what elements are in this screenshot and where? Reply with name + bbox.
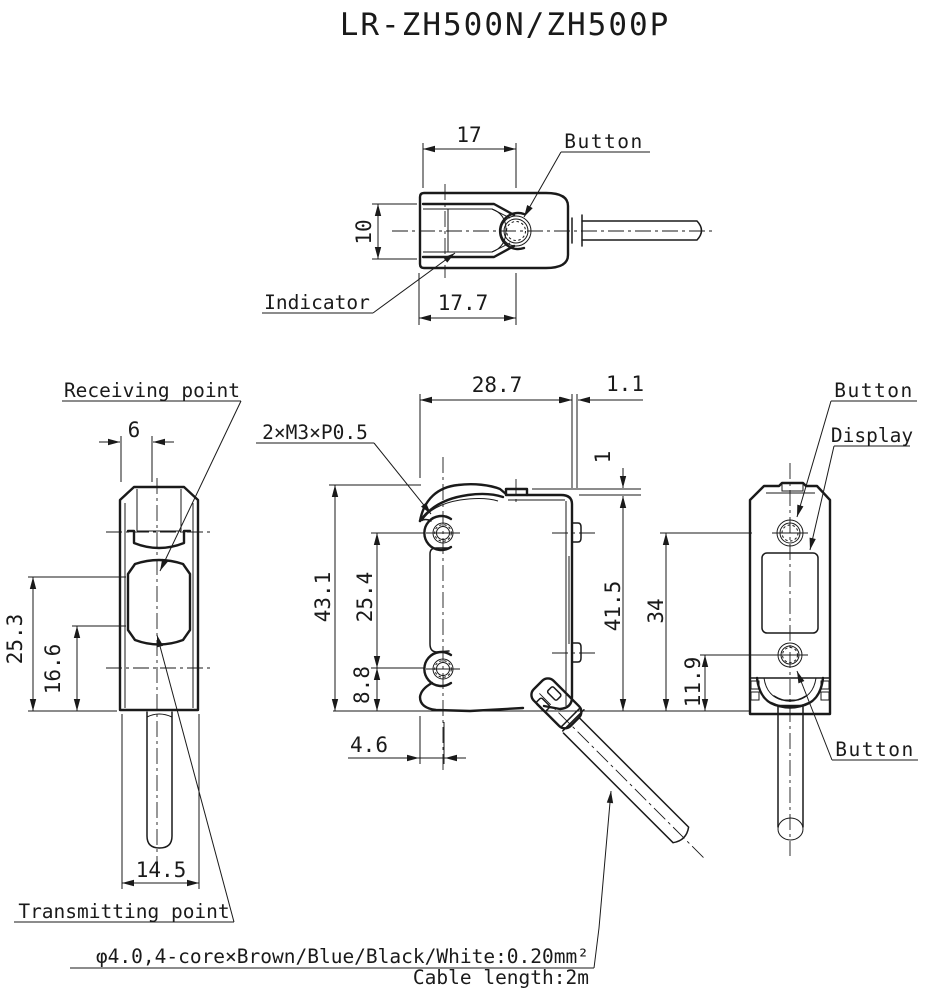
strain-relief-slot-1 <box>546 686 562 701</box>
cable-length-text: Cable length:2m <box>413 966 589 989</box>
front-view-hood-tip-bridge <box>419 518 432 522</box>
receiving-point-leader <box>159 400 242 572</box>
front-view-hood-curve-inner <box>418 492 505 523</box>
dim-28-7-extension <box>419 394 573 488</box>
indicator-label: Indicator <box>264 291 370 314</box>
dim-17-7-text: 17.7 <box>438 291 489 315</box>
dim-34-text: 34 <box>644 598 668 623</box>
left-view-inner-walls <box>124 503 194 708</box>
transmitting-point-label: Transmitting point <box>18 900 229 923</box>
front-view-bottom-outline <box>418 681 525 713</box>
display-leader <box>809 445 835 551</box>
left-view-hood-lower <box>126 529 192 550</box>
top-view-body-outline <box>418 191 570 270</box>
receiving-point-label: Receiving point <box>64 379 240 402</box>
dim-4-6-extension <box>419 716 445 764</box>
cable-spec-text: φ4.0,4-core×Brown/Blue/Black/White:0.20m… <box>96 945 589 968</box>
strain-relief-block <box>530 677 583 730</box>
dim-17-extension <box>422 143 517 188</box>
cable-strain-relief <box>530 677 704 858</box>
cable-tube <box>581 220 703 241</box>
dim-14-5-extension <box>121 714 200 889</box>
left-view-body-outline <box>118 485 200 712</box>
right-side-view: 34 11.9 Button Display Button <box>644 379 918 856</box>
dim-6-text: 6 <box>128 418 141 442</box>
top-view: 17 17.7 10 Button Indicator <box>262 123 714 325</box>
dim-10-extension <box>372 203 417 260</box>
dim-41-5-text: 41.5 <box>601 581 625 632</box>
right-button-top-label: Button <box>834 379 913 402</box>
dim-25-4-extension <box>371 532 424 669</box>
indicator-band-top-inner <box>423 208 511 219</box>
dim-8-8-text: 8.8 <box>350 666 374 704</box>
front-view-right-tab-upper <box>571 522 582 543</box>
cable-note-leader <box>593 790 614 969</box>
dim-14-5-text: 14.5 <box>136 858 187 882</box>
right-view-cable-end <box>777 817 804 841</box>
indicator-band-bottom-inner <box>423 242 511 253</box>
indicator-band-top <box>421 202 516 217</box>
dim-1-text: 1 <box>591 451 615 464</box>
front-view: 28.7 1.1 1 41.5 43.1 25.4 8.8 4.6 2×M3 <box>256 372 750 858</box>
drawing-title: LR-ZH500N/ZH500P <box>340 7 671 43</box>
left-side-view: 6 25.3 16.6 14.5 Receiving point Transmi… <box>3 379 242 923</box>
cable-collar <box>571 214 583 247</box>
left-view-lens-window <box>136 489 182 532</box>
dim-1-extension <box>532 488 641 496</box>
indicator-window <box>447 208 507 253</box>
dim-16-6-text: 16.6 <box>41 644 65 695</box>
right-button-bottom-label: Button <box>835 738 914 761</box>
front-view-hood-curve-outer <box>418 483 508 523</box>
dim-25-4-text: 25.4 <box>353 572 377 623</box>
screw-spec-label: 2×M3×P0.5 <box>262 421 368 444</box>
screw-spec-leader <box>373 442 432 515</box>
top-button-inner-circle <box>506 221 526 241</box>
right-button-bottom-leader <box>796 670 833 761</box>
left-view-lens-octagon <box>126 558 192 646</box>
dim-1-1-text: 1.1 <box>606 372 644 396</box>
gland-clip-right-2 <box>820 691 830 701</box>
right-button-top-leader <box>796 400 832 518</box>
dim-6-extension <box>120 436 153 482</box>
dim-4-6-text: 4.6 <box>350 733 388 757</box>
front-view-left-pocket <box>429 547 450 653</box>
dim-43-1-text: 43.1 <box>311 572 335 623</box>
gland-clip-left-2 <box>750 691 760 701</box>
top-button-leader <box>523 151 562 218</box>
front-view-button-tab <box>504 487 529 497</box>
dim-11-9-text: 11.9 <box>681 657 705 708</box>
cable-note: φ4.0,4-core×Brown/Blue/Black/White:0.20m… <box>70 790 614 989</box>
front-view-top-right-outline <box>504 493 574 711</box>
front-view-bottom-hole-boss <box>423 650 453 688</box>
left-view-cable <box>146 711 173 849</box>
left-view-cable-collar <box>146 713 173 718</box>
transmitting-point-leader <box>156 634 235 923</box>
dim-25-3-text: 25.3 <box>3 614 27 665</box>
display-label: Display <box>831 424 913 447</box>
dim-17-text: 17 <box>456 123 481 147</box>
dim-28-7-text: 28.7 <box>472 373 523 397</box>
right-view-cable-edges <box>777 705 804 828</box>
front-view-top-hole-boss <box>423 514 453 552</box>
indicator-leader <box>372 252 456 314</box>
right-view-top-tab <box>781 483 804 492</box>
front-view-right-tab-lower <box>571 642 582 663</box>
front-cable-centerline <box>539 693 704 858</box>
dim-10-text: 10 <box>352 219 376 244</box>
strain-relief-slot-2 <box>535 697 551 713</box>
top-button-label: Button <box>564 130 643 153</box>
